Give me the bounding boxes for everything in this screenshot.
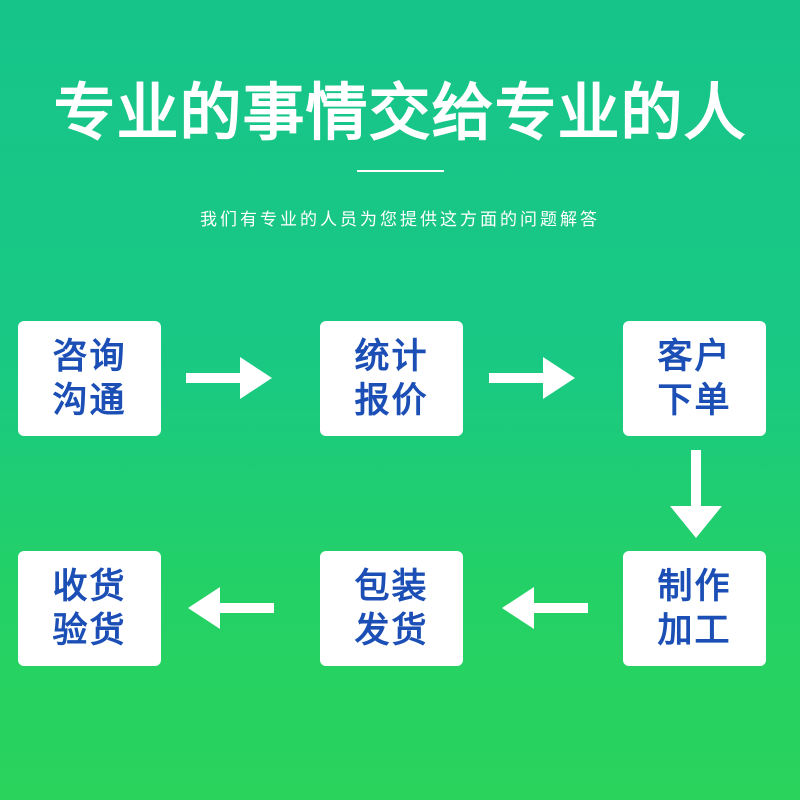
arrow-down-icon [670, 450, 722, 538]
page-subtitle: 我们有专业的人员为您提供这方面的问题解答 [200, 210, 600, 230]
step-label: 制作 [657, 566, 732, 607]
step-label: 沟通 [52, 380, 127, 421]
step-label: 发货 [354, 610, 429, 651]
step-card-consult: 咨询 沟通 [18, 321, 161, 436]
page-title: 专业的事情交给专业的人 [53, 76, 747, 149]
step-card-order: 客户 下单 [623, 321, 766, 436]
title-divider [357, 170, 444, 172]
arrow-right-icon [186, 357, 272, 399]
step-card-quote: 统计 报价 [320, 321, 463, 436]
arrow-left-icon [502, 587, 588, 629]
step-label: 报价 [354, 380, 429, 421]
step-label: 加工 [657, 610, 732, 651]
step-card-receive: 收货 验货 [18, 551, 161, 666]
step-label: 下单 [657, 380, 732, 421]
step-label: 包装 [354, 566, 429, 607]
step-card-ship: 包装 发货 [320, 551, 463, 666]
step-label: 收货 [52, 566, 127, 607]
step-label: 统计 [354, 336, 429, 377]
step-card-produce: 制作 加工 [623, 551, 766, 666]
arrow-left-icon [188, 587, 274, 629]
step-label: 咨询 [52, 336, 127, 377]
step-label: 客户 [657, 336, 732, 377]
arrow-right-icon [489, 357, 575, 399]
step-label: 验货 [52, 610, 127, 651]
